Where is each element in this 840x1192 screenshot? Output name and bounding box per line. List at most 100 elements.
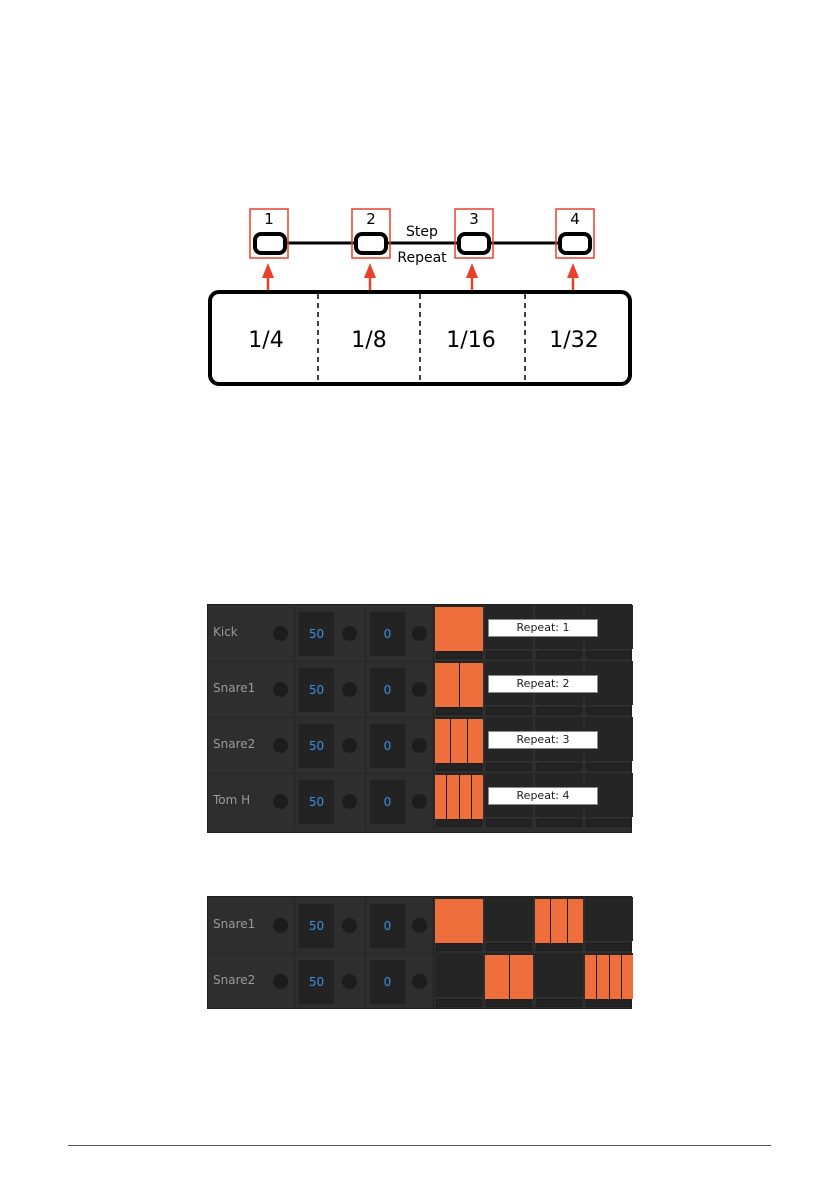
repeat-tooltip: Repeat: 1 <box>488 619 598 637</box>
level-field[interactable]: 50 <box>299 904 334 948</box>
repeat-subdivision <box>621 955 633 999</box>
row-divider <box>208 773 631 774</box>
step-velocity-bar <box>536 763 582 771</box>
track-row: Snare1500Repeat: 2 <box>208 661 631 717</box>
column-separator <box>365 717 366 773</box>
row-divider <box>208 953 631 954</box>
pad-2[interactable] <box>356 234 386 253</box>
pan-field[interactable]: 0 <box>370 904 405 948</box>
grid-separator <box>433 897 434 953</box>
repeat-subdivision <box>435 607 483 651</box>
step-cell[interactable] <box>585 897 633 941</box>
level-field[interactable]: 50 <box>299 780 334 824</box>
pad-3[interactable] <box>459 234 489 253</box>
step-cell[interactable] <box>485 897 533 941</box>
active-step[interactable] <box>485 955 533 999</box>
repeat-subdivision <box>509 955 534 999</box>
repeat-subdivision <box>459 663 484 707</box>
active-step[interactable] <box>435 663 483 707</box>
step-velocity-bar <box>486 999 532 1007</box>
division-1: 1/4 <box>248 328 283 353</box>
track-knob[interactable] <box>273 974 288 989</box>
repeat-subdivision <box>435 899 483 943</box>
grid-separator <box>433 953 434 1009</box>
track-knob[interactable] <box>273 794 288 809</box>
pan-knob[interactable] <box>412 918 427 933</box>
repeat-subdivision <box>435 719 450 763</box>
pan-knob[interactable] <box>412 626 427 641</box>
step-velocity-bar <box>536 819 582 827</box>
step-velocity-bar <box>436 707 482 715</box>
pad-4[interactable] <box>560 234 590 253</box>
track-name: Snare1 <box>213 917 255 931</box>
pad-number-4: 4 <box>570 210 580 228</box>
level-knob[interactable] <box>342 738 357 753</box>
track-knob[interactable] <box>273 626 288 641</box>
active-step[interactable] <box>435 899 483 943</box>
step-velocity-bar <box>536 999 582 1007</box>
level-knob[interactable] <box>342 682 357 697</box>
step-velocity-bar <box>436 819 482 827</box>
pad-number-1: 1 <box>264 210 274 228</box>
level-knob[interactable] <box>342 974 357 989</box>
pan-field[interactable]: 0 <box>370 960 405 1004</box>
column-separator <box>294 605 295 661</box>
pan-knob[interactable] <box>412 738 427 753</box>
pan-knob[interactable] <box>412 974 427 989</box>
repeat-tooltip: Repeat: 4 <box>488 787 598 805</box>
pan-knob[interactable] <box>412 682 427 697</box>
level-field[interactable]: 50 <box>299 668 334 712</box>
step-velocity-bar <box>586 999 632 1007</box>
active-step[interactable] <box>435 775 483 819</box>
repeat-subdivision <box>435 663 459 707</box>
step-velocity-bar <box>486 651 532 659</box>
step-velocity-bar <box>486 819 532 827</box>
step-velocity-bar <box>436 763 482 771</box>
active-step[interactable] <box>435 607 483 651</box>
repeat-subdivision <box>585 955 596 999</box>
level-knob[interactable] <box>342 626 357 641</box>
track-knob[interactable] <box>273 918 288 933</box>
track-name: Snare2 <box>213 973 255 987</box>
pan-field[interactable]: 0 <box>370 612 405 656</box>
step-velocity-bar <box>486 763 532 771</box>
pad-1[interactable] <box>255 234 285 253</box>
level-field[interactable]: 50 <box>299 612 334 656</box>
pan-knob[interactable] <box>412 794 427 809</box>
step-velocity-bar <box>586 651 632 659</box>
step-cell[interactable] <box>435 953 483 997</box>
division-3: 1/16 <box>446 328 495 353</box>
step-velocity-bar <box>486 707 532 715</box>
footer-rule <box>68 1145 771 1146</box>
track-name: Snare2 <box>213 737 255 751</box>
active-step[interactable] <box>435 719 483 763</box>
track-row: Tom H500Repeat: 4 <box>208 773 631 829</box>
pan-field[interactable]: 0 <box>370 724 405 768</box>
track-knob[interactable] <box>273 738 288 753</box>
level-knob[interactable] <box>342 794 357 809</box>
column-separator <box>365 605 366 661</box>
step-velocity-bar <box>436 943 482 951</box>
step-cell[interactable] <box>535 953 583 997</box>
row-divider <box>208 661 631 662</box>
repeat-subdivision <box>446 775 458 819</box>
track-row: Snare2 50 0 <box>208 953 631 1009</box>
column-separator <box>294 953 295 1009</box>
active-step[interactable] <box>535 899 583 943</box>
track-name: Snare1 <box>213 681 255 695</box>
repeat-subdivision <box>471 775 483 819</box>
repeat-subdivision <box>550 899 566 943</box>
repeat-subdivision <box>435 775 446 819</box>
track-knob[interactable] <box>273 682 288 697</box>
division-2: 1/8 <box>351 328 386 353</box>
level-field[interactable]: 50 <box>299 724 334 768</box>
column-separator <box>365 953 366 1009</box>
level-field[interactable]: 50 <box>299 960 334 1004</box>
column-separator <box>294 661 295 717</box>
pan-field[interactable]: 0 <box>370 668 405 712</box>
active-step[interactable] <box>585 955 633 999</box>
level-knob[interactable] <box>342 918 357 933</box>
pan-field[interactable]: 0 <box>370 780 405 824</box>
step-label: Step <box>406 224 438 240</box>
column-separator <box>365 661 366 717</box>
